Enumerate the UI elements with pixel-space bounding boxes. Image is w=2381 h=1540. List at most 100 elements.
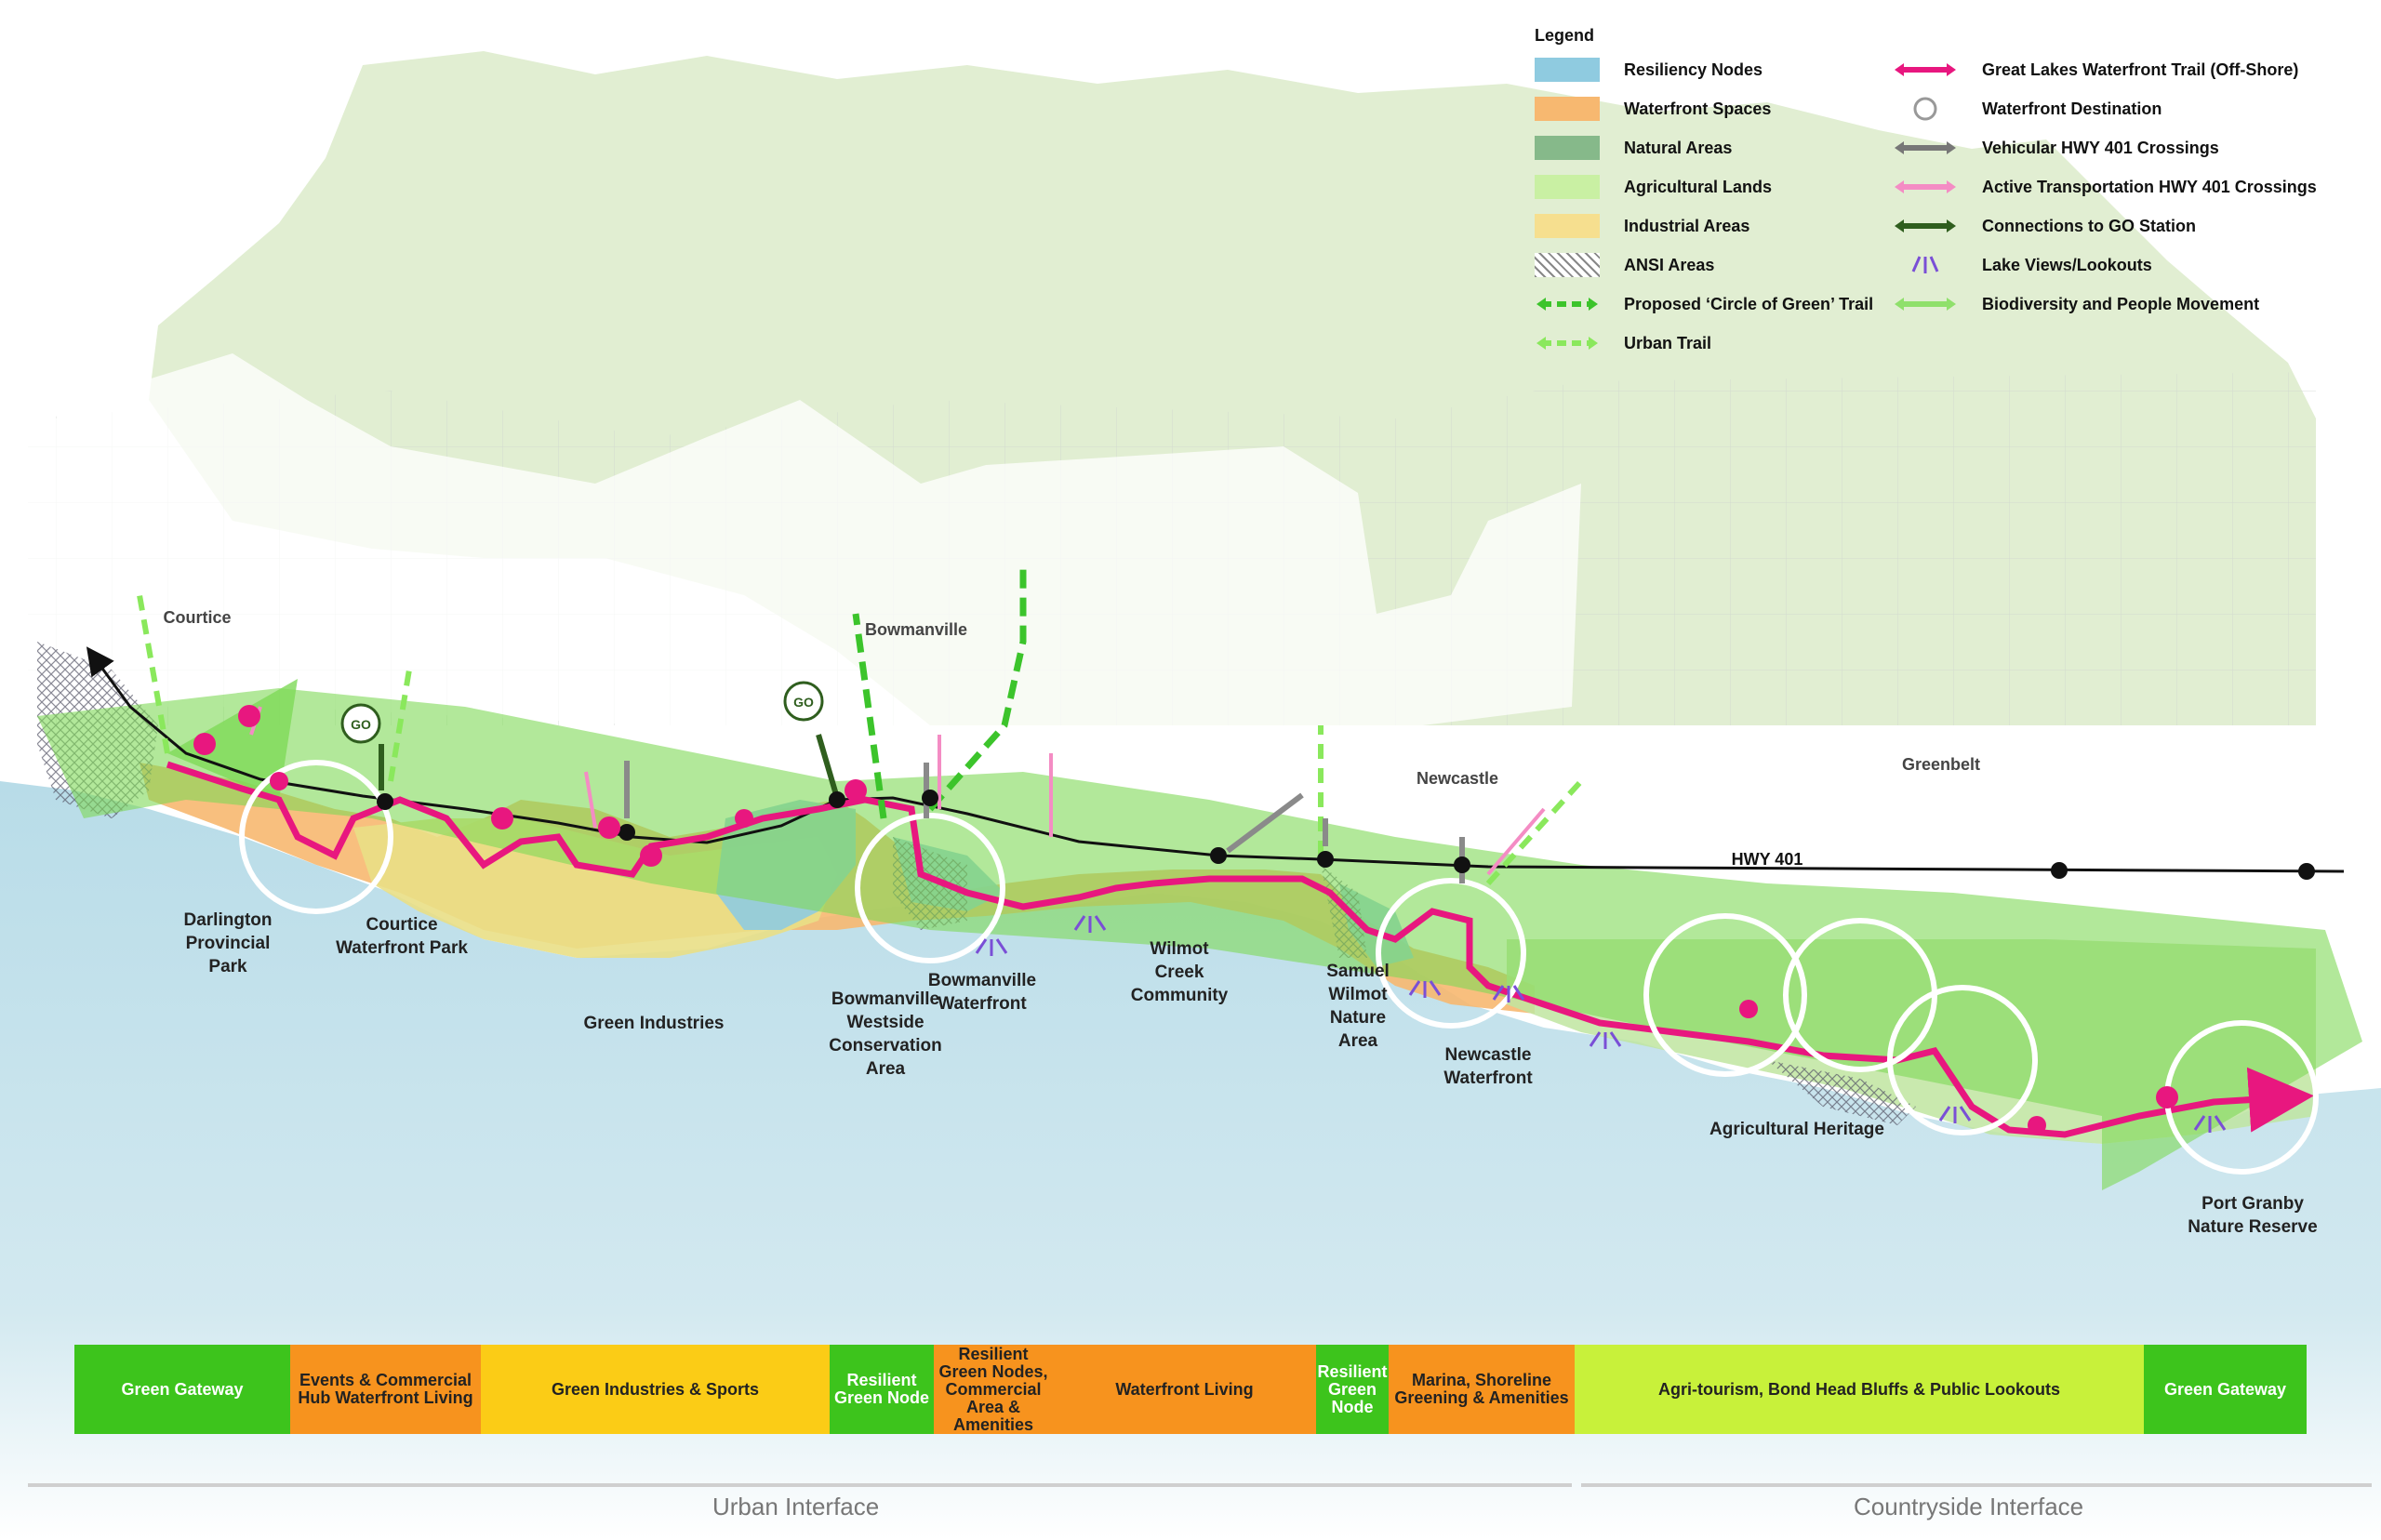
- natural-area-swatch: [1535, 136, 1600, 160]
- place-courtice: Courtice: [163, 608, 231, 627]
- active-crossing-icon: [584, 771, 597, 829]
- waterfront-space-swatch: [1535, 97, 1600, 121]
- circle-of-green-arrow-icon: [1535, 292, 1600, 316]
- vehicular-crossing-icon: [1226, 792, 1304, 854]
- legend-item-label: Natural Areas: [1624, 138, 1733, 157]
- lookout-icon: [975, 938, 1008, 956]
- legend-item-label: Biodiversity and People Movement: [1982, 294, 2260, 313]
- area-label-samuel: Area: [1338, 1031, 1378, 1051]
- area-label-wilmot: Community: [1131, 986, 1229, 1005]
- legend-item: Connections to GO Station: [1893, 214, 2196, 238]
- area-label-courtice-wf: Waterfront Park: [336, 938, 468, 958]
- hwy-crossing-dots: [377, 790, 2315, 880]
- legend-item: ANSI Areas: [1535, 253, 1714, 277]
- area-label-green-industries: Green Industries: [584, 1014, 725, 1033]
- destination-circle-icon: [1887, 985, 2038, 1135]
- legend-item: Waterfront Destination: [1893, 97, 2162, 121]
- area-label-agri-heritage: Agricultural Heritage: [1709, 1120, 1884, 1139]
- area-label-samuel: Wilmot: [1328, 985, 1388, 1004]
- lookout-icon: [1589, 1031, 1622, 1049]
- legend-item: Urban Trail: [1535, 331, 1711, 355]
- area-label-darlington: Darlington: [184, 910, 273, 930]
- area-label-wilmot: Wilmot: [1150, 939, 1209, 959]
- legend-item-label: Proposed ‘Circle of Green’ Trail: [1624, 294, 1874, 313]
- legend-item-label: ANSI Areas: [1624, 255, 1715, 274]
- circle-of-green-arrow-icon: [852, 613, 887, 819]
- legend-item-label: Waterfront Spaces: [1624, 99, 1772, 118]
- area-label-bowmanville-westside: Westside: [846, 1013, 924, 1032]
- area-label-bowmanville-westside: Area: [866, 1059, 906, 1079]
- biodiversity-arrow-head-west: [167, 679, 298, 800]
- legend-item: Natural Areas: [1535, 136, 1732, 160]
- character-band: Green Gateway: [2144, 1345, 2307, 1434]
- urban-trails: [137, 594, 1584, 886]
- lookout-icon: [1408, 980, 1442, 998]
- area-label-newcastle-wf: Waterfront: [1443, 1069, 1533, 1088]
- legend-item-label: Active Transportation HWY 401 Crossings: [1982, 177, 2317, 196]
- character-band: Resilient Green Nodes, Commercial Area &…: [934, 1345, 1053, 1434]
- urban-white-area: [19, 353, 1581, 735]
- area-label-samuel: Nature: [1330, 1008, 1386, 1028]
- active-crossings: [249, 706, 1546, 876]
- area-label-newcastle-wf: Newcastle: [1445, 1045, 1532, 1065]
- go-badge: GO: [351, 717, 371, 732]
- biodiversity-arrow-icon: [1893, 292, 1958, 316]
- urban-interface-label: Urban Interface: [712, 1493, 880, 1520]
- active-crossing-icon: [1486, 807, 1546, 876]
- legend-item-label: Agricultural Lands: [1624, 177, 1773, 196]
- area-label-darlington: Park: [208, 957, 247, 976]
- go-badges: GO GO: [340, 681, 824, 744]
- urban-trail-arrow-icon: [388, 669, 412, 782]
- legend-item: Great Lakes Waterfront Trail (Off-Shore): [1893, 58, 2298, 82]
- waterfront-trail-arrow-icon: [1893, 58, 1958, 82]
- area-label-darlington: Provincial: [186, 934, 271, 953]
- character-band: Resilient Green Node: [830, 1345, 934, 1434]
- area-label-port-granby: Nature Reserve: [2188, 1217, 2317, 1237]
- circle-of-green-trails: [852, 567, 1027, 819]
- go-connection-icon: [1893, 214, 1958, 238]
- activity-markers: [193, 705, 2178, 1135]
- lookout-icon: [1893, 253, 1958, 277]
- lake-lookouts: [975, 915, 2227, 1133]
- legend-item: Resiliency Nodes: [1535, 58, 1762, 82]
- character-band: Agri-tourism, Bond Head Bluffs & Public …: [1575, 1345, 2144, 1434]
- legend-item: Active Transportation HWY 401 Crossings: [1893, 175, 2317, 199]
- legend-item: Waterfront Spaces: [1535, 97, 1771, 121]
- legend-item: Proposed ‘Circle of Green’ Trail: [1535, 292, 1873, 316]
- area-label-bowmanville-wf: Waterfront: [938, 994, 1027, 1014]
- character-band: Green Gateway: [74, 1345, 290, 1434]
- legend-item: Industrial Areas: [1535, 214, 1749, 238]
- legend-item-label: Vehicular HWY 401 Crossings: [1982, 138, 2219, 157]
- urban-interface-arrow: [28, 1483, 1572, 1487]
- agricultural-land-swatch: [1535, 175, 1600, 199]
- lookout-icon: [1492, 985, 1525, 1002]
- legend-item: Lake Views/Lookouts: [1893, 253, 2152, 277]
- ansi-hatch-swatch: [1535, 253, 1600, 277]
- resiliency-node-swatch: [1535, 58, 1600, 82]
- character-band: Waterfront Living: [1053, 1345, 1316, 1434]
- urban-trail-arrow-icon: [1535, 331, 1600, 355]
- legend-item-label: Urban Trail: [1624, 333, 1712, 352]
- place-bowmanville: Bowmanville: [865, 620, 967, 639]
- lookout-icon: [1938, 1106, 1972, 1123]
- legend-item-label: Lake Views/Lookouts: [1982, 255, 2152, 274]
- legend-title: Legend: [1535, 26, 1595, 45]
- destination-circle-icon: [1643, 913, 1807, 1077]
- biodiversity-movement-band: [37, 688, 2362, 1190]
- legend-item-label: Waterfront Destination: [1982, 99, 2162, 118]
- go-badge: GO: [793, 695, 814, 710]
- go-connection-icon: [816, 734, 840, 799]
- area-label-courtice-wf: Courtice: [366, 915, 437, 935]
- area-label-bowmanville-wf: Bowmanville: [928, 971, 1036, 990]
- legend-item-label: Industrial Areas: [1624, 216, 1750, 235]
- area-label-port-granby: Port Granby: [2201, 1194, 2304, 1214]
- legend-item-label: Resiliency Nodes: [1624, 60, 1763, 79]
- legend-item: Vehicular HWY 401 Crossings: [1893, 136, 2219, 160]
- destination-circle-icon: [239, 760, 393, 914]
- character-band: Resilient Green Node: [1316, 1345, 1389, 1434]
- character-band: Green Industries & Sports: [481, 1345, 830, 1434]
- character-band: Marina, Shoreline Greening & Amenities: [1389, 1345, 1575, 1434]
- vehicular-crossing-icon: [1893, 136, 1958, 160]
- urban-trail-arrow-icon: [137, 594, 170, 754]
